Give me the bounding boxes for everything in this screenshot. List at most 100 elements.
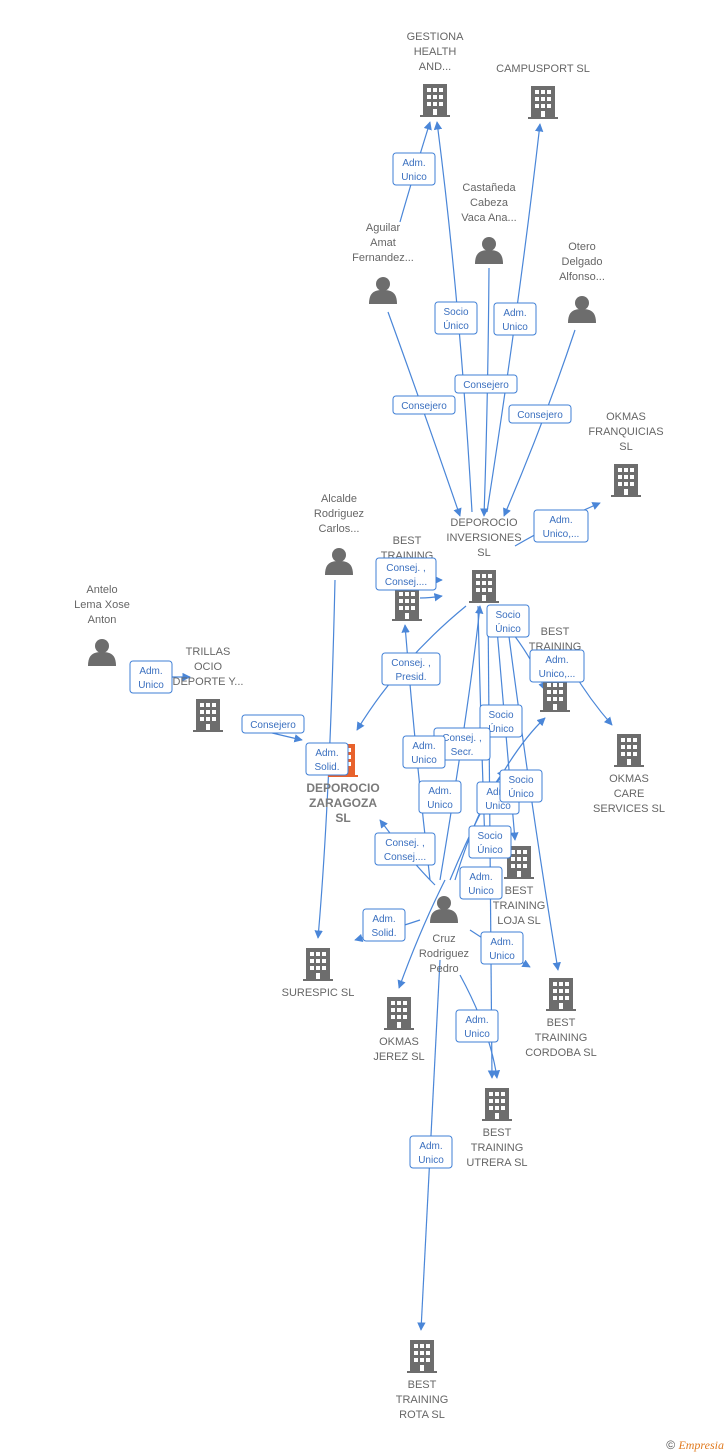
node-label: Alcalde bbox=[321, 493, 357, 505]
node-label: ZARAGOZA bbox=[309, 796, 377, 810]
company-node-best_loja[interactable]: BEST TRAINING LOJA SL bbox=[493, 846, 546, 927]
relation-label[interactable]: Adm.Solid. bbox=[305, 742, 349, 776]
node-label: LOJA SL bbox=[497, 915, 540, 927]
company-node-surespic[interactable]: SURESPIC SL bbox=[282, 948, 355, 999]
relation-label[interactable]: Adm.Unico bbox=[459, 866, 503, 900]
node-label: Alfonso... bbox=[559, 271, 605, 283]
relation-label-box bbox=[418, 780, 462, 814]
relation-label-box bbox=[508, 404, 572, 424]
relation-label[interactable]: Adm.Solid. bbox=[362, 908, 406, 942]
node-label: Carlos... bbox=[319, 523, 360, 535]
node-label: DEPOROCIO bbox=[450, 517, 518, 529]
relation-edge bbox=[397, 879, 446, 989]
relation-label[interactable]: Consejero bbox=[508, 404, 572, 424]
building-icon bbox=[420, 84, 450, 117]
person-node-aguilar[interactable]: AguilarAmatFernandez... bbox=[352, 222, 414, 304]
person-icon bbox=[430, 896, 458, 923]
relation-label[interactable]: Adm.Unico bbox=[455, 1009, 499, 1043]
person-icon bbox=[325, 548, 353, 575]
node-label: BEST bbox=[408, 1379, 437, 1391]
relation-label-box bbox=[402, 735, 446, 769]
node-label: INVERSIONES bbox=[446, 532, 521, 544]
node-label: DEPORTE Y... bbox=[173, 676, 244, 688]
relation-label-text: Consej.... bbox=[384, 852, 426, 863]
brand-logo[interactable]: Empresia bbox=[678, 1438, 724, 1452]
relation-label-text: Solid. bbox=[314, 762, 339, 773]
building-icon bbox=[614, 734, 644, 767]
person-node-otero[interactable]: OteroDelgadoAlfonso... bbox=[559, 241, 605, 323]
relation-label[interactable]: Adm.Unico bbox=[480, 931, 524, 965]
person-icon bbox=[369, 277, 397, 304]
relation-label-text: Socio bbox=[495, 610, 520, 621]
node-label: Cruz bbox=[432, 933, 455, 945]
relation-label[interactable]: Consejero bbox=[241, 714, 305, 734]
person-node-alcalde[interactable]: AlcaldeRodriguezCarlos... bbox=[314, 493, 364, 575]
node-label: BEST bbox=[541, 626, 570, 638]
company-node-gestiona[interactable]: GESTIONAHEALTHAND... bbox=[407, 31, 465, 117]
relation-label[interactable]: Consejero bbox=[392, 395, 456, 415]
relation-label[interactable]: Consej. ,Consej.... bbox=[374, 832, 436, 866]
building-icon bbox=[611, 464, 641, 497]
relation-label-text: Socio bbox=[488, 710, 513, 721]
relation-label-text: Adm. bbox=[402, 158, 425, 169]
node-label: Delgado bbox=[562, 256, 603, 268]
node-label: Amat bbox=[370, 237, 396, 249]
relation-label[interactable]: Adm.Unico bbox=[129, 660, 173, 694]
relation-label-text: Unico bbox=[464, 1029, 490, 1040]
relation-label-text: Único bbox=[477, 843, 503, 856]
relation-label-text: Adm. bbox=[372, 914, 395, 925]
relation-label[interactable]: Consej. ,Consej.... bbox=[375, 557, 437, 591]
relation-label[interactable]: Consejero bbox=[454, 374, 518, 394]
node-label: TRAINING bbox=[493, 900, 546, 912]
relation-label-text: Único bbox=[443, 319, 469, 332]
relation-edge bbox=[419, 593, 443, 602]
relation-label-text: Unico bbox=[489, 951, 515, 962]
node-label: UTRERA SL bbox=[466, 1157, 527, 1169]
relation-label[interactable]: Adm.Unico bbox=[392, 152, 436, 186]
relation-label-text: Consejero bbox=[517, 410, 563, 421]
building-icon bbox=[546, 978, 576, 1011]
relation-label[interactable]: Adm.Unico bbox=[493, 302, 537, 336]
building-icon bbox=[540, 679, 570, 712]
node-label: DEPOROCIO bbox=[306, 781, 379, 795]
edge-labels: Adm.UnicoSocioÚnicoAdm.UnicoConsejeroCon… bbox=[129, 152, 589, 1169]
building-icon bbox=[482, 1088, 512, 1121]
relation-label-text: Único bbox=[488, 722, 514, 735]
node-label: SL bbox=[335, 811, 350, 825]
company-node-campusport[interactable]: CAMPUSPORT SL bbox=[496, 63, 590, 119]
relation-label[interactable]: Adm.Unico,... bbox=[533, 509, 589, 543]
relation-label-text: Consej. , bbox=[391, 658, 430, 669]
node-label: ROTA SL bbox=[399, 1409, 445, 1421]
relation-label[interactable]: Adm.Unico,... bbox=[529, 649, 585, 683]
relation-label-text: Adm. bbox=[545, 655, 568, 666]
node-label: BEST bbox=[505, 885, 534, 897]
relation-label-text: Unico bbox=[427, 800, 453, 811]
relation-label[interactable]: Adm.Unico bbox=[402, 735, 446, 769]
relation-label[interactable]: Consej. ,Presid. bbox=[381, 652, 441, 686]
relation-label-box bbox=[381, 652, 441, 686]
relation-label[interactable]: Adm.Unico bbox=[418, 780, 462, 814]
relation-label-text: Unico bbox=[485, 801, 511, 812]
relation-label-text: Adm. bbox=[469, 872, 492, 883]
relation-label[interactable]: Adm.Unico bbox=[409, 1135, 453, 1169]
relation-edge bbox=[439, 605, 484, 881]
node-label: CORDOBA SL bbox=[525, 1047, 597, 1059]
relation-label-box bbox=[480, 931, 524, 965]
